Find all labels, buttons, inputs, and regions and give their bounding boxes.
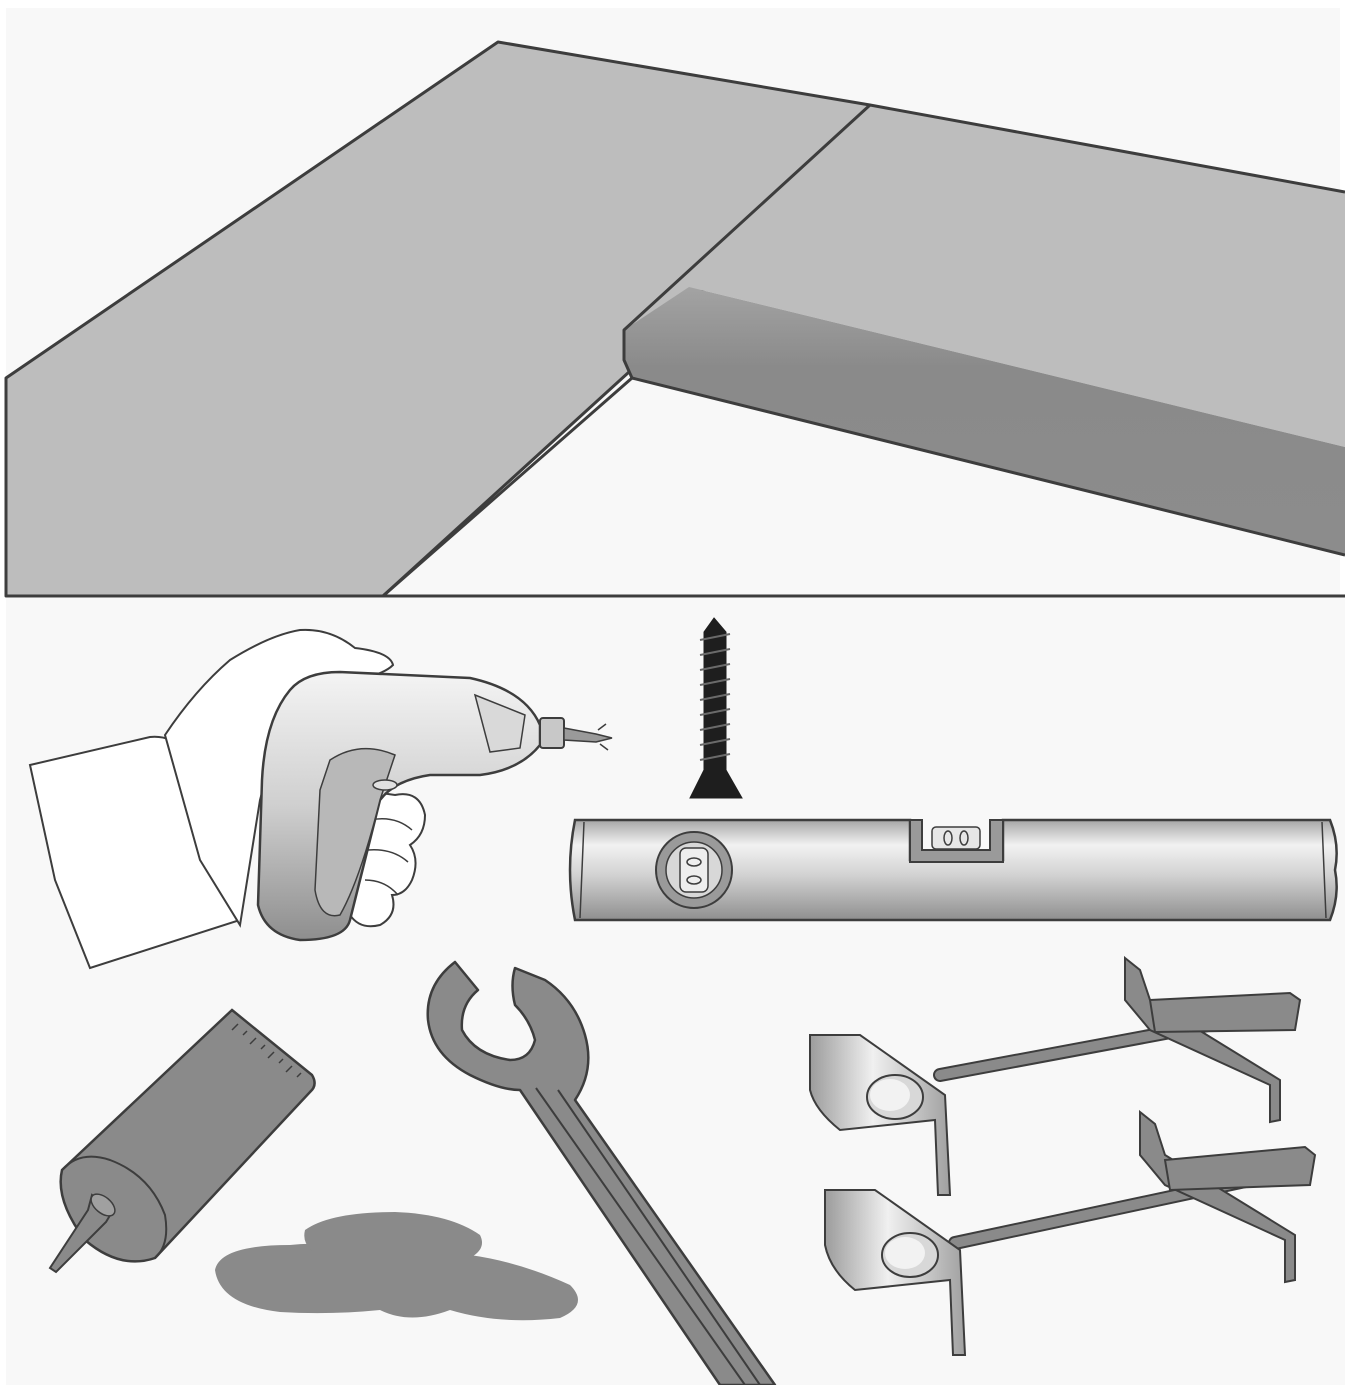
level-top-vial-housing — [909, 819, 1004, 863]
connector-bolt-lower — [824, 1109, 1317, 1356]
screw-icon — [689, 617, 743, 799]
connector-bolt-upper — [809, 955, 1302, 1196]
gloved-hand-icon — [28, 628, 427, 970]
right-worktop-outline — [869, 103, 1345, 194]
left-worktop-lower-edge — [382, 376, 633, 598]
cordless-screwdriver-icon — [256, 670, 613, 942]
sealant-tube-icon — [48, 1008, 316, 1274]
worktop-connector-bolt-icon — [809, 955, 1317, 1356]
spirit-level-icon — [568, 818, 1338, 922]
worktop-joint-illustration — [4, 8, 1345, 598]
open-end-wrench-icon — [426, 960, 777, 1385]
sealant-blob-icon — [215, 1212, 578, 1321]
tube-body — [59, 1008, 316, 1263]
joint-line — [622, 103, 1345, 557]
level-body — [568, 818, 1338, 922]
right-worktop-edge — [624, 287, 1345, 555]
right-worktop-top — [624, 105, 1345, 447]
